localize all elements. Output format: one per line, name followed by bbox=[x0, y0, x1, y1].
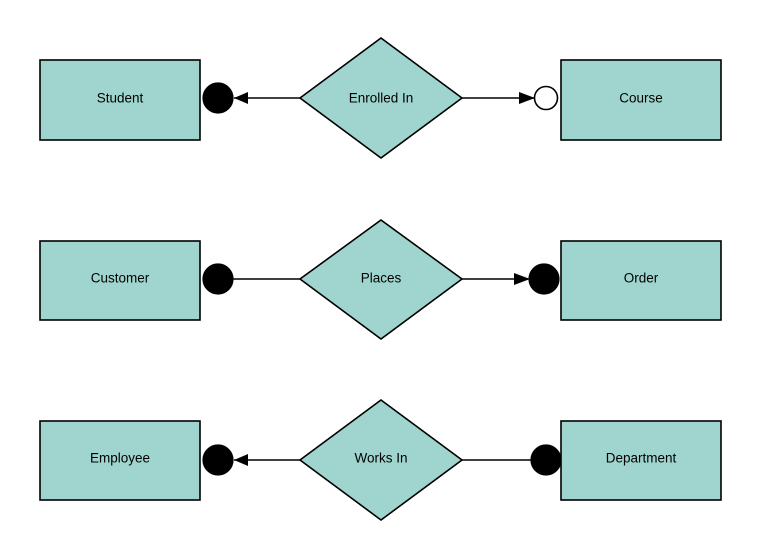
relationship-row-1: Student Enrolled In Course bbox=[39, 37, 722, 159]
cardinality-marker-filled-circle-customer[interactable] bbox=[202, 263, 234, 295]
cardinality-marker-hollow-circle-course[interactable] bbox=[533, 85, 559, 111]
arrowhead-left-row-3 bbox=[234, 454, 248, 466]
cardinality-marker-filled-circle-employee[interactable] bbox=[202, 444, 234, 476]
entity-box-department[interactable] bbox=[560, 420, 722, 501]
relationship-row-2: Customer Places Order bbox=[39, 219, 722, 340]
entity-box-customer[interactable] bbox=[39, 240, 201, 321]
relationship-diamond-enrolled-in[interactable] bbox=[298, 37, 464, 159]
entity-box-student[interactable] bbox=[39, 59, 201, 141]
cardinality-marker-filled-circle-department[interactable] bbox=[530, 444, 562, 476]
arrowhead-left-row-1 bbox=[234, 92, 248, 104]
cardinality-marker-filled-circle-order[interactable] bbox=[528, 263, 560, 295]
entity-box-employee[interactable] bbox=[39, 420, 201, 501]
entity-box-order[interactable] bbox=[560, 240, 722, 321]
relationship-diamond-works-in[interactable] bbox=[298, 399, 464, 521]
cardinality-marker-filled-circle-student[interactable] bbox=[202, 82, 234, 114]
arrowhead-right-row-1 bbox=[519, 92, 535, 104]
entity-box-course[interactable] bbox=[560, 59, 722, 141]
relationship-row-3: Employee Works In Department bbox=[39, 399, 722, 521]
arrowhead-right-row-2 bbox=[514, 273, 530, 285]
relationship-diamond-places[interactable] bbox=[298, 219, 464, 340]
